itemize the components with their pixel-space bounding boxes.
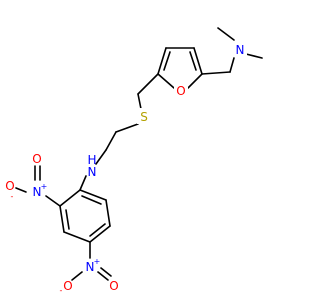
nitro1-oxygen-top-label: O <box>32 152 41 166</box>
bonds <box>15 27 263 281</box>
bond-n-me2 <box>245 53 263 59</box>
bond-ring-c6-c1 <box>79 189 107 201</box>
bond-nitro2-o-right <box>97 271 109 281</box>
nitro1-oxygen-charge: - <box>11 192 14 201</box>
bond-ring-c4-c5 <box>89 225 111 243</box>
nitro2-oxygen-right-label: O <box>109 279 118 293</box>
bond-me1-n <box>217 27 235 41</box>
nitro2-oxygen-minus-label: O <box>63 279 72 293</box>
nitro2-nitrogen-charge: + <box>94 257 101 266</box>
atom-labels: N O S H N N + O O - N + O - O <box>5 41 247 295</box>
nitro1-nitrogen-label: N <box>33 185 42 199</box>
bond-ch2-s <box>137 93 142 110</box>
nitro2-nitrogen-label: N <box>86 260 95 274</box>
structure-canvas: N O S H N N + O O - N + O - O <box>5 27 263 295</box>
bond-furan-o-c2 <box>187 73 203 89</box>
aniline-nitrogen-label: N <box>88 165 97 179</box>
bond-furan-c4-c5 <box>157 47 167 75</box>
nitro1-oxygen-minus-label: O <box>5 179 14 193</box>
bond-ch2-nh <box>95 149 107 165</box>
bond-furan-c5-o <box>157 73 175 89</box>
furan-oxygen-label: O <box>176 84 185 98</box>
bond-ch2-ch2 <box>105 131 117 151</box>
bond-ring-c1-c2 <box>59 189 81 207</box>
bond-ch2-furan <box>201 71 231 75</box>
bond-ring-c2-c3-double <box>65 209 70 230</box>
bond-ring-c4-c5-double <box>89 223 106 237</box>
bond-ring-c2-c3 <box>59 205 65 233</box>
aniline-hydrogen-label: H <box>87 153 96 167</box>
bond-s-ch2 <box>115 123 139 133</box>
bond-nitro2-o-right-double <box>100 267 112 277</box>
bond-nitro2-o-minus <box>71 271 83 281</box>
bond-ring-c3-c4 <box>63 231 91 243</box>
amine-nitrogen-label: N <box>236 43 245 57</box>
bond-n-ch2 <box>229 57 235 73</box>
bond-ring-c6-c1-double <box>81 195 102 205</box>
bond-furan-c2-c3-double <box>189 51 197 71</box>
bond-furan-ch2 <box>137 73 159 95</box>
bond-ring-nitro1 <box>45 195 61 207</box>
bond-ring-c5-c6 <box>105 199 111 227</box>
molecule-diagram: N O S H N N + O O - N + O - O <box>5 27 263 295</box>
bond-furan-c2-c3 <box>193 47 203 75</box>
nitro2-oxygen-charge: - <box>60 286 63 295</box>
bond-furan-c4-c5-double <box>163 51 171 71</box>
bond-nitro1-o-minus <box>15 187 27 193</box>
thioether-sulfur-label: S <box>140 110 148 124</box>
nitro1-nitrogen-charge: + <box>41 182 48 191</box>
bond-nh-ring <box>79 175 87 191</box>
